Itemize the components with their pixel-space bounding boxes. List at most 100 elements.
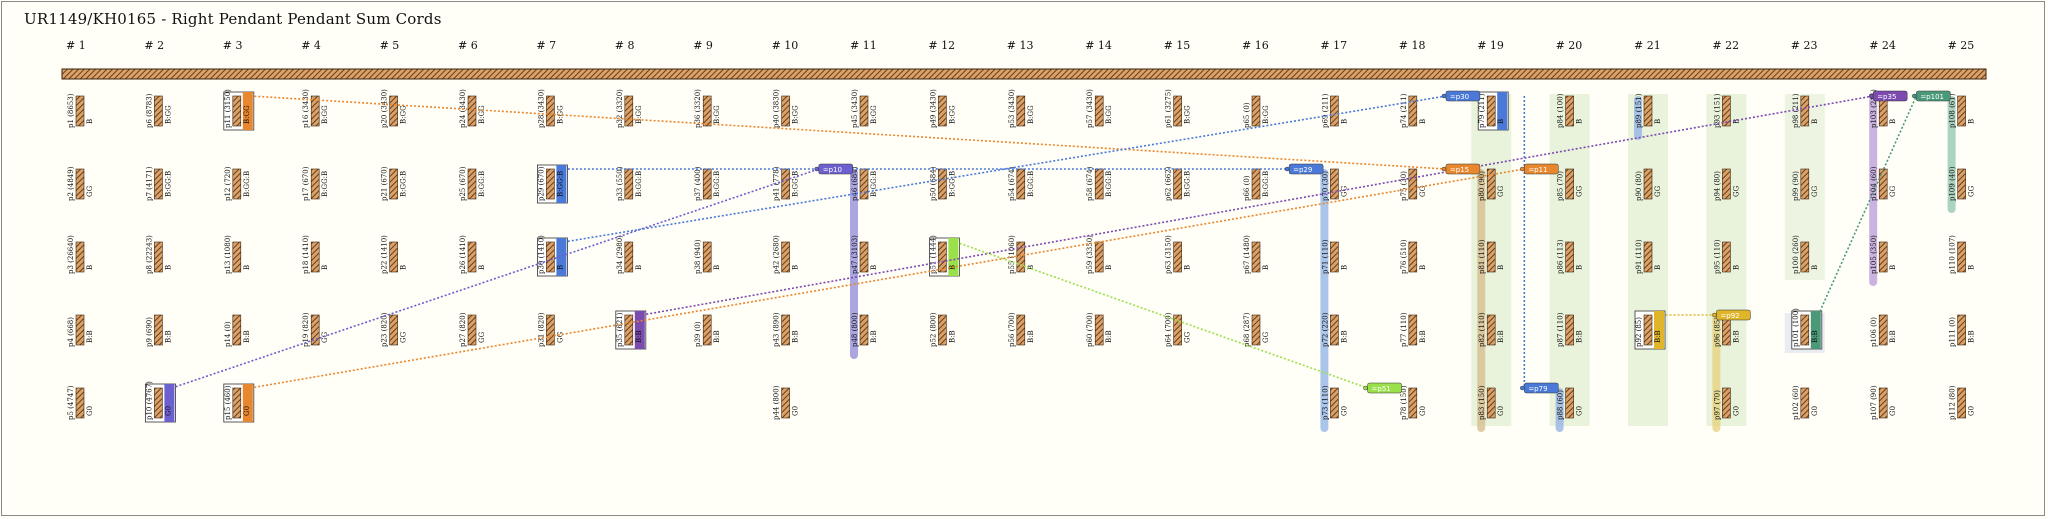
pendant-cord[interactable]: p73 (110)G0 <box>1321 385 1348 420</box>
pendant-cord[interactable]: p62 (662)B:GG:B <box>1165 166 1192 201</box>
pendant-cord[interactable]: p97 (70)G0 <box>1713 387 1740 420</box>
pendant-cord[interactable]: p82 (110)B:B <box>1478 312 1505 347</box>
pendant-cord[interactable]: p21 (670)B:GG:B <box>381 166 408 201</box>
sum-tag[interactable]: =p79 <box>1520 382 1559 394</box>
pendant-cord[interactable]: p34 (2980)B <box>616 235 643 274</box>
pendant-cord[interactable]: p100 (260)B <box>1792 235 1819 274</box>
sum-tag[interactable]: =p15 <box>1441 163 1481 175</box>
pendant-cord[interactable]: p7 (4171)B:GG:B <box>145 166 172 201</box>
pendant-cord[interactable]: p37 (400)B:GG:B <box>694 166 721 201</box>
pendant-cord[interactable]: p86 (113)B <box>1557 239 1584 274</box>
pendant-cord[interactable]: p11 (3150)B:GG <box>223 89 255 131</box>
pendant-cord[interactable]: p99 (90)GG <box>1792 168 1819 201</box>
pendant-cord[interactable]: p67 (1480)B <box>1243 235 1270 274</box>
pendant-cord[interactable]: p108 (61)B <box>1949 93 1976 128</box>
pendant-cord[interactable]: p6 (8783)B:GG <box>145 93 172 128</box>
sum-tag[interactable]: =p101 <box>1912 90 1951 102</box>
pendant-cord[interactable]: p27 (820)GG <box>459 312 486 347</box>
pendant-cord[interactable]: p61 (3275)B:GG <box>1165 89 1192 128</box>
pendant-cord[interactable]: p58 (674)B:GG:B <box>1086 166 1113 201</box>
pendant-cord[interactable]: p107 (90)G0 <box>1870 385 1897 420</box>
pendant-cord[interactable]: p81 (110)B <box>1478 239 1505 274</box>
pendant-cord[interactable]: p94 (80)GG <box>1713 168 1740 201</box>
pendant-cord[interactable]: p72 (220)B:B <box>1321 312 1348 347</box>
pendant-cord[interactable]: p111 (0)B:B <box>1949 314 1976 347</box>
pendant-cord[interactable]: p22 (1410)B <box>381 235 408 274</box>
sum-tag[interactable]: =p11 <box>1520 163 1559 175</box>
pendant-cord[interactable]: p112 (80)G0 <box>1949 385 1976 420</box>
pendant-cord[interactable]: p70 (30)GG <box>1321 168 1348 201</box>
pendant-cord[interactable]: p2 (4849)GG <box>67 166 94 201</box>
pendant-cord[interactable]: p20 (3430)B:GG <box>381 89 408 128</box>
pendant-cord[interactable]: p42 (2680)B <box>773 235 800 274</box>
pendant-cord[interactable]: p16 (3430)B:GG <box>302 89 329 128</box>
pendant-cord[interactable]: p44 (800)G0 <box>773 385 800 420</box>
pendant-cord[interactable]: p38 (940)B <box>694 239 721 274</box>
pendant-cord[interactable]: p106 (0)B:B <box>1870 314 1897 347</box>
pendant-cord[interactable]: p63 (3150)B <box>1165 235 1192 274</box>
pendant-cord[interactable]: p23 (820)GG <box>381 312 408 347</box>
pendant-cord[interactable]: p102 (60)G0 <box>1792 385 1819 420</box>
pendant-cord[interactable]: p75 (30)GG <box>1400 168 1427 201</box>
pendant-cord[interactable]: p51 (1444)B <box>929 235 960 277</box>
pendant-cord[interactable]: p9 (690)B:B <box>145 314 172 347</box>
pendant-cord[interactable]: p89 (151)B <box>1635 93 1662 128</box>
pendant-cord[interactable]: p56 (700)B:B <box>1008 312 1035 347</box>
pendant-cord[interactable]: p49 (3430)B:GG <box>929 89 956 128</box>
sum-tag[interactable]: =p30 <box>1441 90 1481 102</box>
pendant-cord[interactable]: p54 (674)B:GG:B <box>1008 166 1035 201</box>
pendant-cord[interactable]: p36 (3320)B:GG <box>694 89 721 128</box>
pendant-cord[interactable]: p46 (684)B:GG:B <box>851 166 878 201</box>
pendant-cord[interactable]: p4 (668)B:B <box>67 314 94 347</box>
pendant-cord[interactable]: p31 (820)GG <box>537 312 564 347</box>
pendant-cord[interactable]: p88 (60)G0 <box>1557 387 1584 420</box>
pendant-cord[interactable]: p77 (110)B:B <box>1400 312 1427 347</box>
pendant-cord[interactable]: p14 (0)B:B <box>224 314 251 347</box>
pendant-cord[interactable]: p78 (150)G0 <box>1400 385 1427 420</box>
pendant-cord[interactable]: p84 (100)B <box>1557 93 1584 128</box>
pendant-cord[interactable]: p85 (70)GG <box>1557 168 1584 201</box>
pendant-cord[interactable]: p79 (211)B <box>1477 91 1509 131</box>
pendant-cord[interactable]: p80 (90)GG <box>1478 168 1505 201</box>
pendant-cord[interactable]: p43 (890)B:B <box>773 312 800 347</box>
pendant-cord[interactable]: p68 (287)GG <box>1243 312 1270 347</box>
pendant-cord[interactable]: p109 (40)GG <box>1949 166 1976 201</box>
pendant-cord[interactable]: p87 (110)B:B <box>1557 312 1584 347</box>
pendant-cord[interactable]: p60 (700)B:B <box>1086 312 1113 347</box>
sum-tag[interactable]: =p29 <box>1284 163 1324 175</box>
pendant-cord[interactable]: p35 (621)B:B <box>615 310 647 350</box>
pendant-cord[interactable]: p15 (460)G0 <box>223 383 255 423</box>
sum-tag[interactable]: =p51 <box>1363 382 1402 394</box>
pendant-cord[interactable]: p104 (60)GG <box>1870 166 1897 201</box>
pendant-cord[interactable]: p28 (3430)B:GG <box>537 89 564 128</box>
pendant-cord[interactable]: p55 (1060)B <box>1008 235 1035 274</box>
pendant-cord[interactable]: p17 (670)B:GG:B <box>302 166 329 201</box>
pendant-cord[interactable]: p101 (100)B:B <box>1791 308 1823 350</box>
pendant-cord[interactable]: p65 (0)B:GG <box>1243 95 1270 128</box>
pendant-cord[interactable]: p32 (3320)B:GG <box>616 89 643 128</box>
pendant-cord[interactable]: p83 (150)G0 <box>1478 385 1505 420</box>
pendant-cord[interactable]: p12 (720)B:GG:B <box>224 166 251 201</box>
pendant-cord[interactable]: p91 (110)B <box>1635 239 1662 274</box>
pendant-cord[interactable]: p29 (670)B:GG:B <box>537 164 568 204</box>
pendant-cord[interactable]: p33 (550)B:GG:B <box>616 166 643 201</box>
pendant-cord[interactable]: p95 (110)B <box>1713 239 1740 274</box>
sum-tag[interactable]: =p10 <box>814 163 853 175</box>
pendant-cord[interactable]: p45 (3430)B:GG <box>851 89 878 128</box>
pendant-cord[interactable]: p19 (820)GG <box>302 312 329 347</box>
pendant-cord[interactable]: p98 (211)B <box>1792 93 1819 128</box>
pendant-cord[interactable]: p10 (4767)G0 <box>144 381 176 423</box>
pendant-cord[interactable]: p8 (22243)B <box>145 235 172 274</box>
pendant-cord[interactable]: p5 (4747)G0 <box>67 385 94 420</box>
sum-tag[interactable]: =p35 <box>1868 90 1908 102</box>
pendant-cord[interactable]: p25 (670)B:GG:B <box>459 166 486 201</box>
pendant-cord[interactable]: p71 (110)B <box>1321 239 1348 274</box>
pendant-cord[interactable]: p76 (510)B <box>1400 239 1427 274</box>
pendant-cord[interactable]: p105 (350)B <box>1870 235 1897 274</box>
pendant-cord[interactable]: p30 (1410)B <box>537 235 568 277</box>
pendant-cord[interactable]: p18 (1410)B <box>302 235 329 274</box>
sum-tag[interactable]: =p92 <box>1712 309 1751 321</box>
pendant-cord[interactable]: p41 (778)B:GG:B <box>773 166 800 201</box>
pendant-cord[interactable]: p26 (1410)B <box>459 235 486 274</box>
pendant-cord[interactable]: p110 (107)B <box>1949 235 1976 274</box>
